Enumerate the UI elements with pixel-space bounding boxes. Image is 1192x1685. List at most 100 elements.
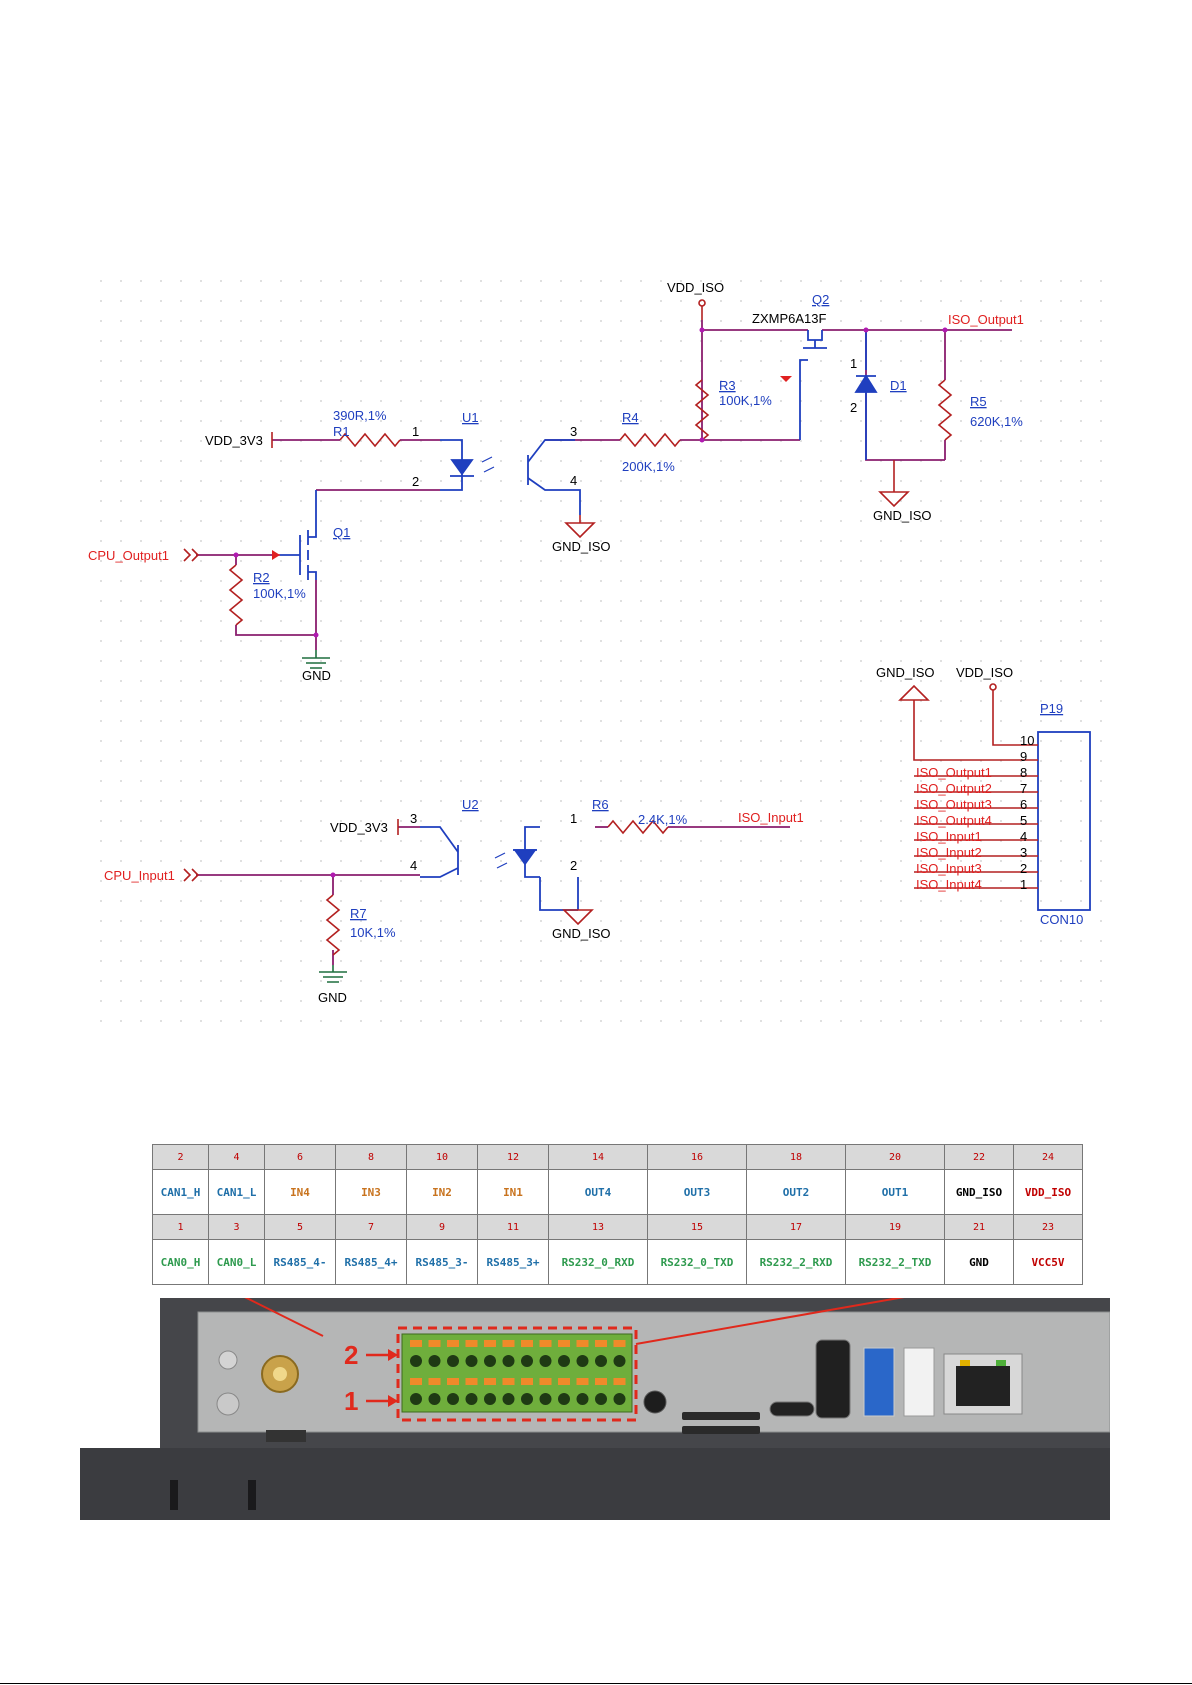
net-vdd-3v3-a: VDD_3V3: [205, 433, 263, 448]
pin-signal-cell: IN2: [406, 1169, 478, 1215]
ground-screw-icon: [216, 1392, 240, 1416]
pin-number-cell: 23: [1013, 1214, 1083, 1240]
row-label-2: 2: [344, 1340, 358, 1370]
pin-number-cell: 11: [477, 1214, 549, 1240]
r7-value: 10K,1%: [350, 925, 396, 940]
cpu-output1-port: [183, 548, 200, 562]
terminal-hole-icon: [558, 1393, 570, 1405]
p19-pin-wires: [914, 775, 1038, 889]
pin-signal-cell: GND_ISO: [944, 1169, 1014, 1215]
r6-resistor: [607, 819, 669, 835]
net-iso-output1: ISO_Output1: [948, 312, 1024, 327]
pin-number-cell: 20: [845, 1144, 945, 1170]
pin-signal-cell: CAN0_L: [208, 1239, 265, 1285]
p19-pin-net: ISO_Output3: [916, 797, 992, 812]
u2-ref: U2: [462, 797, 479, 812]
usb-c-port-icon: [769, 1401, 815, 1417]
pin-number-cell: 6: [264, 1144, 336, 1170]
pin-signal-cell: CAN0_H: [152, 1239, 209, 1285]
pin-signal-cell: VCC5V: [1013, 1239, 1083, 1285]
p19-pin-number: 3: [1020, 845, 1027, 860]
r1-ref: R1: [333, 424, 350, 439]
pin-number-cell: 12: [477, 1144, 549, 1170]
net-gnd-a: GND: [302, 668, 331, 683]
sd-slot-icon: [682, 1412, 760, 1420]
pin-number-cell: 22: [944, 1144, 1014, 1170]
terminal-hole-icon: [539, 1393, 552, 1405]
usb2-port-icon: [903, 1347, 935, 1417]
row-label-1: 1: [344, 1386, 358, 1416]
p19-pin-net: ISO_Input2: [916, 845, 982, 860]
net-cpu-output1: CPU_Output1: [88, 548, 169, 563]
pin-number-cell: 18: [746, 1144, 846, 1170]
u1-ref: U1: [462, 410, 479, 425]
net-gnd-iso-d1: GND_ISO: [873, 508, 932, 523]
net-cpu-input1: CPU_Input1: [104, 868, 175, 883]
pin-number-cell: 19: [845, 1214, 945, 1240]
u1-pin3: 3: [570, 424, 577, 439]
pin-signal-cell: RS485_3+: [477, 1239, 549, 1285]
p19-pin-number: 5: [1020, 813, 1027, 828]
p19-pin-net: ISO_Output4: [916, 813, 992, 828]
terminal-hole-icon: [447, 1393, 459, 1405]
terminal-hole-icon: [576, 1393, 589, 1405]
terminal-hole-icon: [521, 1393, 533, 1405]
u2-pin1: 1: [570, 811, 577, 826]
usb3-port-icon: [863, 1347, 895, 1417]
pin-signal-cell: RS232_2_RXD: [746, 1239, 846, 1285]
u2-pin3: 3: [410, 811, 417, 826]
pin-signal-cell: IN1: [477, 1169, 549, 1215]
u1-pin4: 4: [570, 473, 577, 488]
d1-pin1: 1: [850, 356, 857, 371]
gnd-b-symbol: [319, 965, 347, 983]
u2-pin4: 4: [410, 858, 417, 873]
r1-resistor: [339, 432, 401, 448]
gnd-iso-u2-symbol: [562, 909, 594, 926]
pin-signal-cell: GND: [944, 1239, 1014, 1285]
u1-pin1: 1: [412, 424, 419, 439]
terminal-hole-icon: [410, 1355, 422, 1367]
terminal-hole-icon: [465, 1393, 478, 1405]
p19-ref: P19: [1040, 701, 1063, 716]
p19-pin-number: 9: [1020, 749, 1027, 764]
r3-value: 100K,1%: [719, 393, 772, 408]
p19-pin-number: 10: [1020, 733, 1034, 748]
net-gnd-iso-p19: GND_ISO: [876, 665, 935, 680]
component-bodies: [280, 330, 1091, 911]
terminal-hole-icon: [613, 1393, 626, 1405]
terminal-hole-icon: [595, 1393, 607, 1405]
pin-signal-cell: RS232_0_RXD: [548, 1239, 648, 1285]
pin-number-cell: 3: [208, 1214, 265, 1240]
r6-ref: R6: [592, 797, 609, 812]
audio-jack-icon: [643, 1390, 667, 1414]
pin-signal-cell: RS232_0_TXD: [647, 1239, 747, 1285]
terminal-hole-icon: [595, 1355, 607, 1367]
terminal-hole-icon: [539, 1355, 552, 1367]
p19-pin-labels: 1098ISO_Output17ISO_Output26ISO_Output35…: [916, 733, 1034, 892]
r4-resistor: [619, 432, 681, 448]
r1-value: 390R,1%: [333, 408, 387, 423]
gnd-a-symbol: [302, 650, 330, 669]
pin-number-cell: 13: [548, 1214, 648, 1240]
p19-pin-net: ISO_Input1: [916, 829, 982, 844]
p19-pin-net: ISO_Output2: [916, 781, 992, 796]
device-rear-panel-photo: 2 1: [80, 1298, 1110, 1520]
r2-resistor: [228, 564, 244, 626]
p19-pin-number: 6: [1020, 797, 1027, 812]
pin-signal-cell: IN3: [335, 1169, 407, 1215]
r5-ref: R5: [970, 394, 987, 409]
p19-pin-number: 7: [1020, 781, 1027, 796]
pin-number-cell: 24: [1013, 1144, 1083, 1170]
pin-number-cell: 15: [647, 1214, 747, 1240]
callout-line-right: [635, 1298, 905, 1345]
terminal-hole-icon: [576, 1355, 589, 1367]
terminal-hole-icon: [502, 1393, 515, 1405]
pin-number-cell: 2: [152, 1144, 209, 1170]
net-gnd-iso-u1: GND_ISO: [552, 539, 611, 554]
terminal-hole-icon: [484, 1393, 496, 1405]
q2-value: ZXMP6A13F: [752, 311, 826, 326]
pin-signal-cell: IN4: [264, 1169, 336, 1215]
r7-ref: R7: [350, 906, 367, 921]
r7-resistor: [325, 894, 341, 956]
